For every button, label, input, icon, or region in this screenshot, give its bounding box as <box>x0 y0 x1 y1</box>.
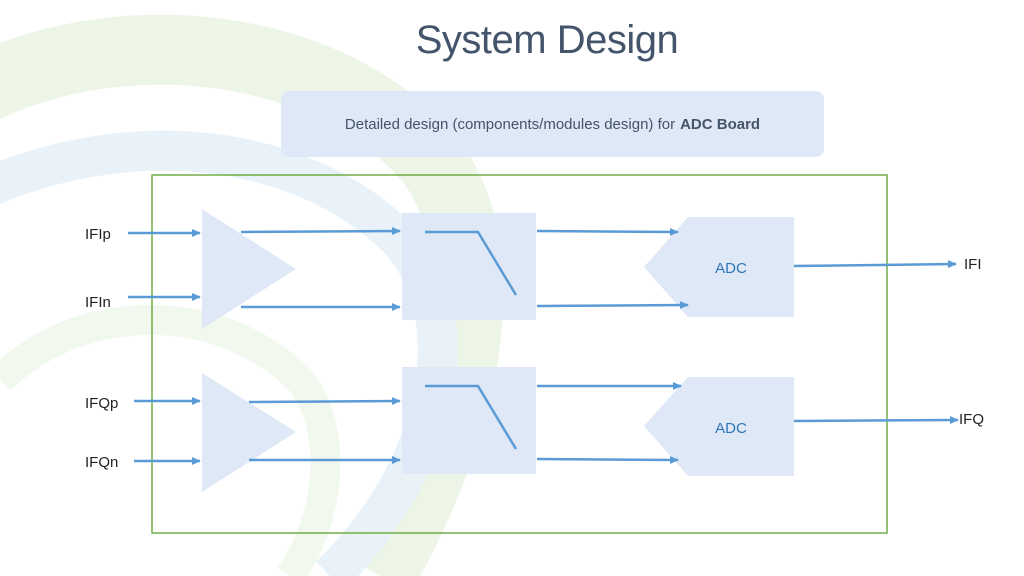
adc-label-q: ADC <box>715 420 747 437</box>
filter-block-q <box>402 367 536 474</box>
filter-block-i <box>402 213 536 320</box>
arrow-ifi-out <box>793 260 957 269</box>
amplifier-q <box>202 373 296 492</box>
input-label-ifip: IFIp <box>85 226 111 243</box>
amplifier-i <box>202 209 296 329</box>
arrow-amp-filter-i-top <box>240 227 401 236</box>
subtitle-text: Detailed design (components/modules desi… <box>344 115 676 133</box>
arrow-filter-adc-i-bottom <box>536 301 689 310</box>
board-boundary <box>151 174 888 534</box>
arrow-filter-adc-q-bottom <box>536 455 679 464</box>
subtitle-box: Detailed design (components/modules desi… <box>281 91 824 157</box>
adc-label-i: ADC <box>715 260 747 277</box>
input-label-ifqn: IFQn <box>85 454 118 471</box>
adc-block-i: ADC <box>644 217 794 317</box>
subtitle-bold: ADC Board <box>680 115 761 133</box>
output-label-ifq: IFQ <box>959 411 984 428</box>
adc-block-q: ADC <box>644 377 794 476</box>
arrow-filter-adc-i-top <box>536 227 679 236</box>
arrow-ifq-out <box>793 416 959 425</box>
output-label-ifi: IFI <box>964 256 982 273</box>
slide-title: System Design <box>415 18 679 62</box>
input-label-ifqp: IFQp <box>85 395 118 412</box>
input-label-ifin: IFIn <box>85 294 111 311</box>
arrow-amp-filter-q-top <box>248 397 401 406</box>
